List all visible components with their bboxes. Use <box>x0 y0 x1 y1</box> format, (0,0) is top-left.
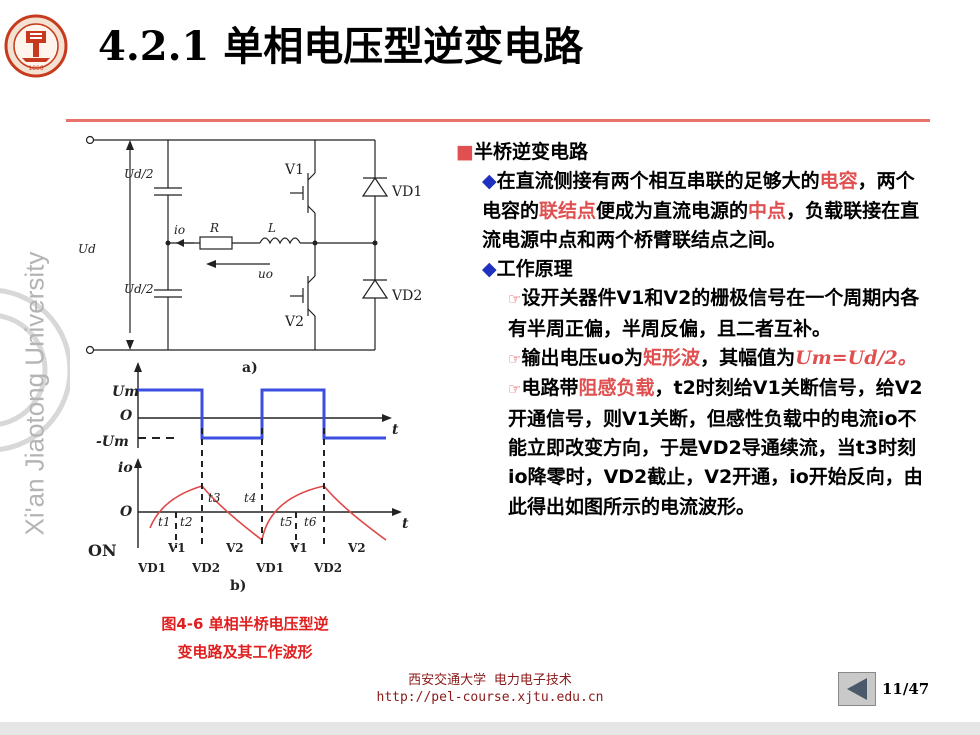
label-vd2-a: VD2 <box>191 561 220 575</box>
paragraph-output-voltage: ☞输出电压uo为矩形波，其幅值为Um=Ud/2。 <box>508 347 917 370</box>
label-on-v1-b: V1 <box>289 541 308 555</box>
waveforms <box>137 368 400 548</box>
watermark-text: Xi'an Jiaotong University <box>19 251 50 536</box>
footer-url[interactable]: http://pel-course.xjtu.edu.cn <box>376 690 604 705</box>
label-on-v1-a: V1 <box>167 541 186 555</box>
figure-b-label: b) <box>230 578 246 594</box>
label-on-v2-a: V2 <box>225 541 244 555</box>
circuit-figure: Ud/2 Ud/2 Ud io R L uo V1 V2 VD1 VD2 a) <box>78 135 422 594</box>
label-vd2-b: VD2 <box>313 561 342 575</box>
label-ud-half-bottom: Ud/2 <box>124 282 153 296</box>
label-v1: V1 <box>284 162 304 178</box>
label-io: io <box>174 223 185 237</box>
label-vd1-b: VD1 <box>255 561 284 575</box>
label-o-upper: O <box>120 408 133 424</box>
caption-line-2: 变电路及其工作波形 <box>177 643 313 661</box>
label-ud-half-top: Ud/2 <box>124 167 153 181</box>
label-um: Um <box>112 384 139 400</box>
label-on-v2-b: V2 <box>347 541 366 555</box>
slide-title: 4.2.1 单相电压型逆变电路 <box>98 23 584 70</box>
io-waveform <box>149 485 387 542</box>
label-t6: t6 <box>304 515 317 529</box>
label-vd2: VD2 <box>391 288 422 304</box>
label-t4: t4 <box>244 491 256 505</box>
label-t-upper: t <box>392 422 399 438</box>
bottom-bar <box>0 722 980 735</box>
label-io-axis: io <box>118 460 133 476</box>
diamond-bullet-icon: ◆ <box>482 170 497 193</box>
label-neg-um: -Um <box>96 434 129 450</box>
pointing-hand-icon: ☞ <box>508 350 522 369</box>
paragraph-capacitors: ◆在直流侧接有两个相互串联的足够大的电容，两个电容的联结点便成为直流电源的中点，… <box>482 170 920 251</box>
label-o-lower: O <box>120 504 133 520</box>
label-uo: uo <box>258 267 273 281</box>
heading-principle: ◆工作原理 <box>482 258 573 281</box>
previous-slide-button[interactable] <box>838 672 876 706</box>
label-t5: t5 <box>280 515 292 529</box>
label-l: L <box>267 221 276 235</box>
figure-a-label: a) <box>242 360 258 376</box>
paragraph-gate-signals: ☞设开关器件V1和V2的栅极信号在一个周期内各有半周正偏，半周反偏，且二者互补。 <box>508 287 920 340</box>
label-vd1: VD1 <box>391 184 422 200</box>
label-ud: Ud <box>78 242 96 256</box>
text-body: ■半桥逆变电路 ◆在直流侧接有两个相互串联的足够大的电容，两个电容的联结点便成为… <box>456 138 926 522</box>
paragraph-inductive-load: ☞电路带阻感负载，t2时刻给V1关断信号，给V2开通信号，则V1关断，但感性负载… <box>508 377 923 518</box>
label-vd1-a: VD1 <box>137 561 166 575</box>
label-t-lower: t <box>402 516 409 532</box>
square-bullet-icon: ■ <box>456 141 474 163</box>
label-t2: t2 <box>180 515 192 529</box>
university-logo: 1896 <box>4 14 68 78</box>
pointing-hand-icon: ☞ <box>508 380 522 399</box>
footer-brand: 西安交通大学 电力电子技术 http://pel-course.xjtu.edu… <box>360 672 620 706</box>
label-r: R <box>209 221 219 235</box>
figure-caption: 图4-6 单相半桥电压型逆 变电路及其工作波形 <box>110 610 380 666</box>
footer-brand-cn: 西安交通大学 电力电子技术 <box>408 673 572 688</box>
label-t3: t3 <box>208 491 221 505</box>
page-number: 11/47 <box>882 680 930 698</box>
triangle-left-icon <box>847 678 867 700</box>
diamond-bullet-icon: ◆ <box>482 258 497 281</box>
label-v2: V2 <box>284 314 304 330</box>
logo-year: 1896 <box>28 65 43 72</box>
title-divider <box>66 119 930 122</box>
pointing-hand-icon: ☞ <box>508 290 522 309</box>
caption-line-1: 图4-6 单相半桥电压型逆 <box>161 615 329 633</box>
label-on: ON <box>88 541 117 560</box>
label-t1: t1 <box>158 515 170 529</box>
heading-half-bridge: ■半桥逆变电路 <box>456 141 588 163</box>
